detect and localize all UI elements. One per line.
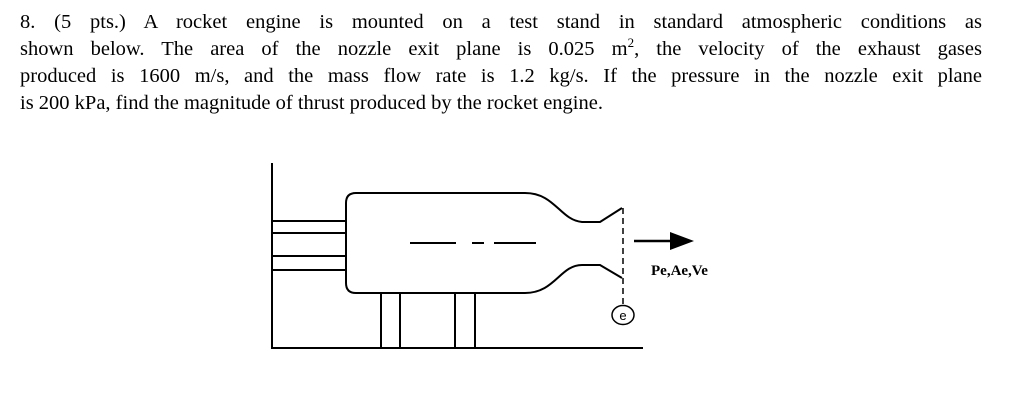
station-e-circle — [611, 304, 635, 326]
exhaust-arrow-head — [670, 232, 694, 250]
station-e-label: e — [619, 308, 626, 323]
problem-line-2: shown below. The area of the nozzle exit… — [20, 35, 982, 60]
exit-conditions-label: Pe,Ae,Ve — [651, 263, 708, 279]
problem-line-4: is 200 kPa, find the magnitude of thrust… — [20, 92, 603, 114]
problem-line-1: 8. (5 pts.) A rocket engine is mounted o… — [20, 11, 982, 33]
mount-bars — [272, 220, 346, 271]
problem-statement: 8. (5 pts.) A rocket engine is mounted o… — [20, 9, 982, 117]
problem-line-3: produced is 1600 m/s, and the mass flow … — [20, 65, 982, 87]
support-legs — [380, 293, 476, 348]
rocket-engine-body — [345, 192, 623, 294]
